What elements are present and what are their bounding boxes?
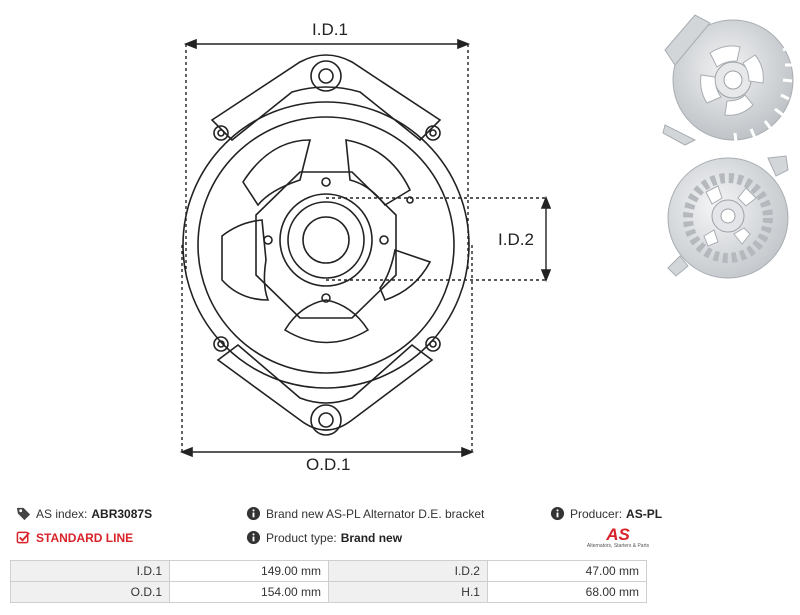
product-type-value: Brand new [340,530,403,545]
param-value: 154.00 mm [168,581,330,603]
bracket-photo-front [662,14,794,146]
tag-icon [16,507,31,521]
checkbox-checked-icon [16,531,30,544]
param-label: I.D.1 [10,560,170,582]
inner-ring [197,116,455,374]
table-row: O.D.1 154.00 mm H.1 68.00 mm [10,581,648,603]
table-row: I.D.1 149.00 mm I.D.2 47.00 mm [10,560,648,582]
bracket-technical-drawing [179,38,552,458]
label-od1: O.D.1 [306,455,351,474]
param-value: 47.00 mm [486,560,648,582]
dimensions-table: I.D.1 149.00 mm I.D.2 47.00 mm O.D.1 154… [10,560,648,603]
param-label: H.1 [328,581,488,603]
vent-window-bottom [283,299,370,344]
bottom-mounting-ear [216,343,434,431]
vent-window-top-left [242,139,312,207]
as-pl-logo: AS Alternators, Starters & Parts [585,526,651,549]
logo-mark: AS [606,525,630,544]
outer-ring [182,101,470,389]
producer-label: Producer: [570,506,623,521]
param-label: O.D.1 [10,581,170,603]
dimension-id1 [185,44,469,270]
hub-bore [302,216,350,264]
as-index-value: ABR3087S [91,506,153,521]
description: Brand new AS-PL Alternator D.E. bracket [246,506,484,521]
vent-window-right [379,248,432,301]
dimension-od1 [181,245,473,455]
product-type-label: Product type: [266,530,337,545]
as-index-label: AS index: [36,506,88,521]
param-label: I.D.2 [328,560,488,582]
info-icon [246,530,261,545]
bracket-photo-back [667,155,789,279]
param-value: 68.00 mm [486,581,648,603]
info-icon [550,506,565,521]
hub-plate [255,171,397,319]
description-text: Brand new AS-PL Alternator D.E. bracket [266,506,485,521]
param-value: 149.00 mm [168,560,330,582]
producer: Producer: AS-PL [550,506,662,521]
label-id1: I.D.1 [312,20,348,39]
hub-outer [279,193,373,287]
vent-window-left [221,219,270,301]
as-index: AS index: ABR3087S [16,506,152,521]
producer-value: AS-PL [626,506,663,521]
top-mounting-ear [210,54,442,142]
info-icon [246,506,261,521]
logo-tagline: Alternators, Starters & Parts [586,543,650,549]
label-id2: I.D.2 [498,230,534,249]
standard-line-label: STANDARD LINE [36,530,134,545]
product-type: Product type: Brand new [246,530,402,545]
product-line: STANDARD LINE [16,530,133,545]
vent-window-top-right [345,139,412,207]
dimension-id2 [326,197,546,281]
